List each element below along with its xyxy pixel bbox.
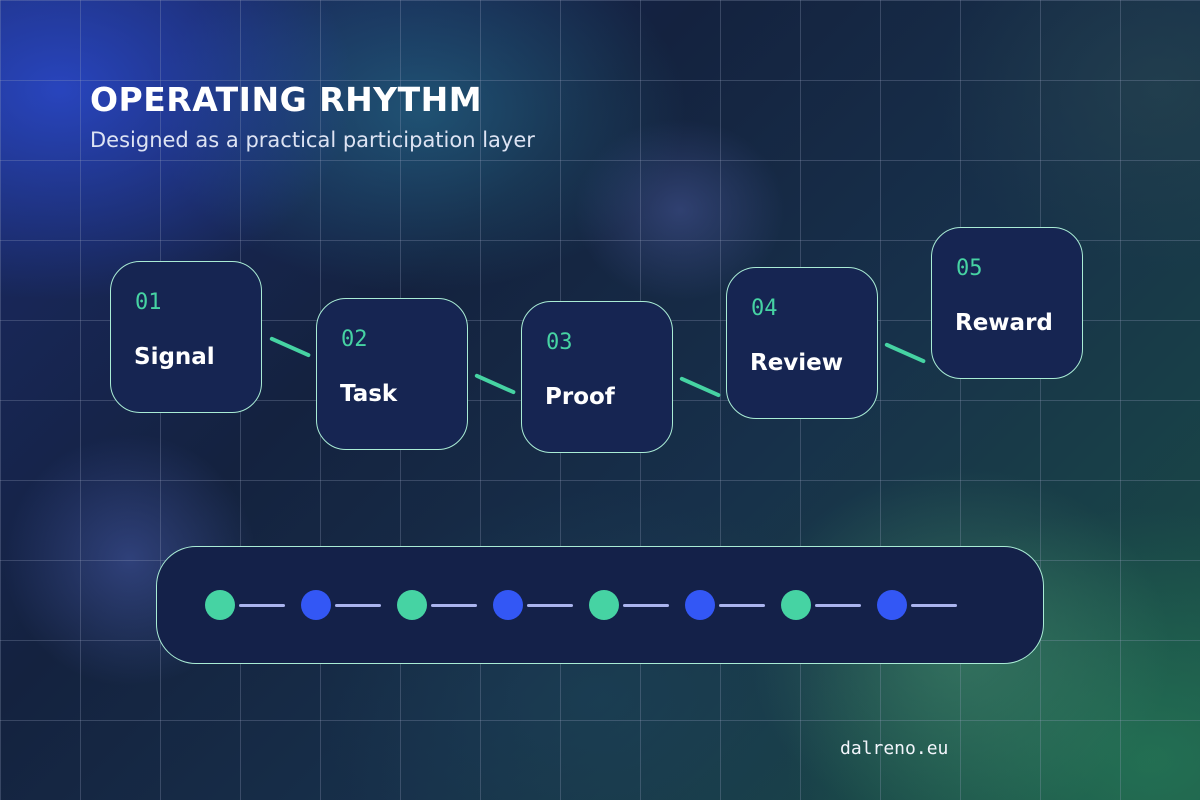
track-dot xyxy=(301,590,331,620)
step-label: Review xyxy=(750,350,844,376)
step-card-signal: 01 Signal xyxy=(110,261,262,413)
diagram-subtitle: Designed as a practical participation la… xyxy=(90,128,535,152)
step-number: 04 xyxy=(751,296,778,321)
track-dash xyxy=(527,604,573,607)
track-dot xyxy=(493,590,523,620)
track-dash xyxy=(431,604,477,607)
step-number: 01 xyxy=(135,290,162,315)
track-dash xyxy=(623,604,669,607)
track-dash xyxy=(911,604,957,607)
step-label: Reward xyxy=(955,310,1053,336)
diagram-title: OPERATING RHYTHM xyxy=(90,80,483,119)
step-label: Task xyxy=(340,381,398,407)
track-dot xyxy=(205,590,235,620)
step-label: Proof xyxy=(545,384,615,410)
track-dash xyxy=(719,604,765,607)
track-dash xyxy=(239,604,285,607)
step-card-task: 02 Task xyxy=(316,298,468,450)
step-number: 05 xyxy=(956,256,983,281)
track-dot xyxy=(877,590,907,620)
step-label: Signal xyxy=(134,344,215,370)
domain-footer: dalreno.eu xyxy=(840,738,949,759)
step-card-reward: 05 Reward xyxy=(931,227,1083,379)
track-dash xyxy=(335,604,381,607)
step-number: 02 xyxy=(341,327,368,352)
track-dot xyxy=(397,590,427,620)
track-dot xyxy=(589,590,619,620)
track-dash xyxy=(815,604,861,607)
track-dot xyxy=(685,590,715,620)
step-card-review: 04 Review xyxy=(726,267,878,419)
step-number: 03 xyxy=(546,330,573,355)
track-dot xyxy=(781,590,811,620)
step-card-proof: 03 Proof xyxy=(521,301,673,453)
progress-track xyxy=(156,546,1044,664)
